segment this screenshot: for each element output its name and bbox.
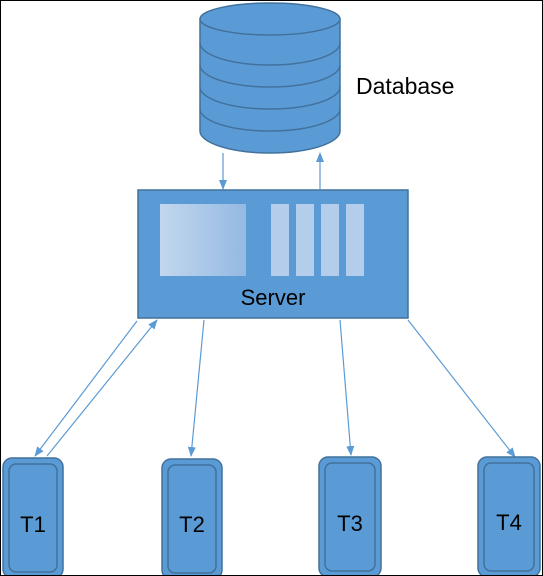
server-slot xyxy=(296,204,314,276)
server-slot xyxy=(271,204,289,276)
terminal-t3-icon xyxy=(318,456,382,575)
server-to-t4-arrow xyxy=(407,319,516,458)
server-icon xyxy=(137,189,409,319)
terminal-t1-label: T1 xyxy=(20,512,46,537)
server-to-t1-arrow xyxy=(34,320,138,457)
terminal-t4-icon xyxy=(477,456,541,575)
database-icon xyxy=(199,2,341,154)
terminal-t3-label: T3 xyxy=(337,511,363,536)
t1-to-server-arrow xyxy=(46,319,158,457)
server-to-t3-arrow xyxy=(339,319,355,456)
database-label: Database xyxy=(356,73,454,99)
server-slot xyxy=(346,204,364,276)
server-panel xyxy=(160,204,246,276)
terminal-t2-label: T2 xyxy=(179,512,205,537)
server-label: Server xyxy=(241,285,306,310)
terminal-t1-icon xyxy=(2,457,64,575)
server-slot xyxy=(321,204,339,276)
terminal-t2-icon xyxy=(161,458,223,575)
server-to-t2-arrow xyxy=(187,319,205,457)
terminal-t4-label: T4 xyxy=(496,510,522,535)
